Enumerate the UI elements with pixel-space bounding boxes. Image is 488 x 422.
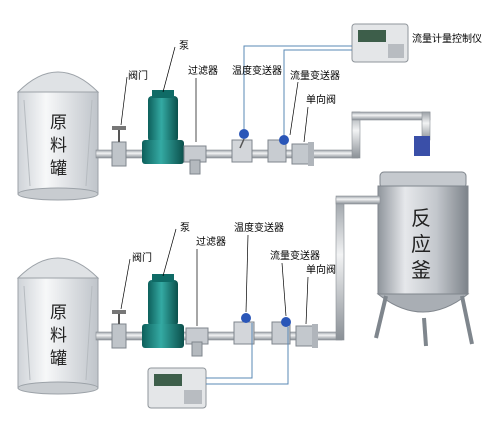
valve-label-top: 阀门 <box>128 69 148 82</box>
tank-label-char: 罐 <box>50 159 67 179</box>
reactor: 反 应 釜 <box>374 136 474 347</box>
filter-label-top: 过滤器 <box>188 64 218 77</box>
valve-bottom <box>111 310 127 349</box>
pipe-top-down <box>421 111 431 141</box>
tank-label-char: 原 <box>50 113 67 133</box>
bottom-line: 原 料 罐 <box>16 195 381 409</box>
pipe-bottom-riser <box>335 197 345 341</box>
reactor-label-char: 应 <box>411 232 431 256</box>
filter-bottom <box>185 327 209 357</box>
signal-line-top-2 <box>283 49 352 135</box>
valve-top <box>111 126 127 167</box>
temp-transmitter-label-top: 温度变送器 <box>232 64 282 77</box>
tank-label-char: 原 <box>50 303 67 323</box>
filter-label-bottom: 过滤器 <box>196 235 226 248</box>
pipe-top-main <box>95 149 359 159</box>
temp-transmitter-top <box>231 129 253 163</box>
flow-controller-bottom <box>147 367 207 409</box>
check-valve-top <box>291 142 314 166</box>
pipe-bottom-across <box>335 195 381 205</box>
signal-line-bottom-2 <box>206 327 289 385</box>
raw-material-tank-top: 原 料 罐 <box>16 71 100 201</box>
temp-transmitter-bottom <box>233 313 255 345</box>
reactor-label-char: 反 <box>411 206 431 230</box>
flow-transmitter-top <box>267 135 289 163</box>
signal-line-bottom-1 <box>206 323 253 379</box>
pump-top <box>142 90 184 164</box>
temp-transmitter-label-bottom: 温度变送器 <box>234 221 284 234</box>
signal-line-top-1 <box>243 45 352 129</box>
pump-bottom <box>142 274 184 348</box>
tank-label-char: 料 <box>50 136 67 156</box>
valve-label-bottom: 阀门 <box>132 251 152 264</box>
flow-controller <box>351 23 409 63</box>
check-valve-label-top: 单向阀 <box>306 93 336 106</box>
pipe-top-across <box>351 111 431 121</box>
check-valve-bottom <box>295 324 318 348</box>
top-line: 原 料 罐 <box>16 23 482 201</box>
pump-label-top: 泵 <box>179 40 189 52</box>
filter-top <box>183 145 207 175</box>
raw-material-tank-bottom: 原 料 罐 <box>16 257 100 395</box>
pump-label-bottom: 泵 <box>180 222 190 234</box>
reactor-label-char: 釜 <box>411 258 431 282</box>
check-valve-label-bottom: 单向阀 <box>306 263 336 276</box>
tank-label-char: 料 <box>50 326 67 346</box>
flow-transmitter-bottom <box>271 317 291 345</box>
tank-label-char: 罐 <box>50 349 67 369</box>
controller-label: 流量计量控制仪 <box>412 32 482 45</box>
flow-transmitter-label-bottom: 流量变送器 <box>270 249 320 262</box>
flow-transmitter-label-top: 流量变送器 <box>290 69 340 82</box>
